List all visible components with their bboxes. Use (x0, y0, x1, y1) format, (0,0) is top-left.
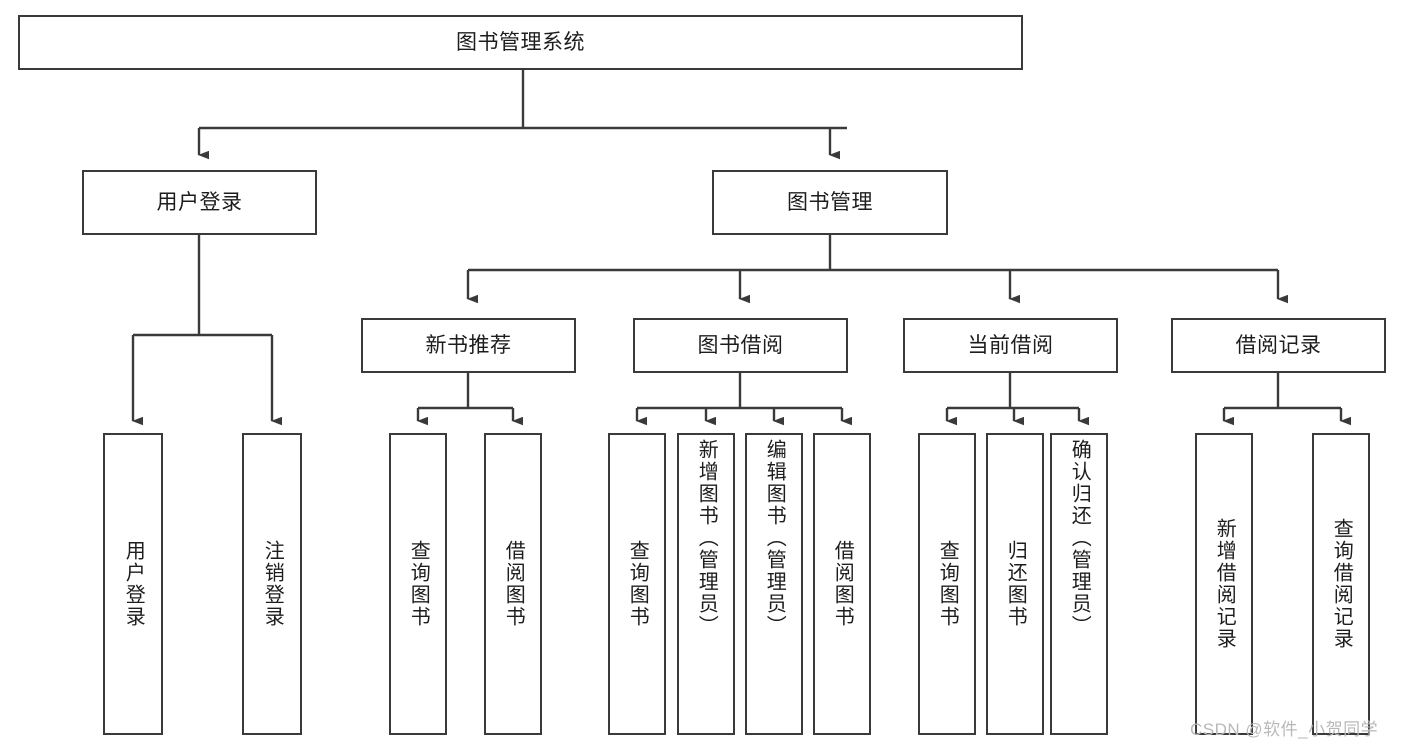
leaf-record-add-record[interactable]: 新增借阅记录 (1195, 433, 1253, 735)
leaf-current-confirm-return[interactable]: 确认归还（管理员） (1050, 433, 1108, 735)
node-user-login-label: 用户登录 (156, 190, 243, 214)
node-book-borrow[interactable]: 图书借阅 (633, 318, 848, 373)
leaf-current-query-book-label: 查询图书 (936, 540, 959, 628)
leaf-newbook-query-book[interactable]: 查询图书 (389, 433, 447, 735)
node-current-borrow-label: 当前借阅 (967, 333, 1054, 357)
leaf-borrow-add-book[interactable]: 新增图书（管理员） (677, 433, 735, 735)
node-new-book-recommend[interactable]: 新书推荐 (361, 318, 576, 373)
leaf-borrow-add-book-label: 新增图书（管理员） (695, 439, 718, 637)
leaf-borrow-edit-book[interactable]: 编辑图书（管理员） (745, 433, 803, 735)
leaf-record-add-record-label: 新增借阅记录 (1213, 518, 1236, 650)
leaf-current-confirm-return-label: 确认归还（管理员） (1068, 439, 1091, 637)
leaf-borrow-query-book[interactable]: 查询图书 (608, 433, 666, 735)
leaf-borrow-borrow-book-label: 借阅图书 (831, 540, 854, 628)
leaf-user-login-login-label: 用户登录 (122, 540, 145, 628)
node-root[interactable]: 图书管理系统 (18, 15, 1023, 70)
node-current-borrow[interactable]: 当前借阅 (903, 318, 1118, 373)
leaf-user-login-logout[interactable]: 注销登录 (242, 433, 302, 735)
leaf-current-return-book[interactable]: 归还图书 (986, 433, 1044, 735)
node-book-borrow-label: 图书借阅 (697, 333, 784, 357)
leaf-newbook-borrow-book[interactable]: 借阅图书 (484, 433, 542, 735)
node-book-management-label: 图书管理 (787, 190, 873, 214)
leaf-current-return-book-label: 归还图书 (1004, 540, 1027, 628)
leaf-borrow-query-book-label: 查询图书 (626, 540, 649, 628)
node-book-management[interactable]: 图书管理 (712, 170, 948, 235)
node-root-label: 图书管理系统 (456, 30, 585, 54)
leaf-record-query-record[interactable]: 查询借阅记录 (1312, 433, 1370, 735)
leaf-newbook-borrow-book-label: 借阅图书 (502, 540, 525, 628)
leaf-newbook-query-book-label: 查询图书 (407, 540, 430, 628)
leaf-borrow-borrow-book[interactable]: 借阅图书 (813, 433, 871, 735)
leaf-borrow-edit-book-label: 编辑图书（管理员） (763, 439, 786, 637)
node-new-book-recommend-label: 新书推荐 (425, 333, 512, 357)
node-user-login[interactable]: 用户登录 (82, 170, 317, 235)
leaf-record-query-record-label: 查询借阅记录 (1330, 518, 1353, 650)
leaf-user-login-login[interactable]: 用户登录 (103, 433, 163, 735)
leaf-current-query-book[interactable]: 查询图书 (918, 433, 976, 735)
leaf-user-login-logout-label: 注销登录 (261, 540, 284, 628)
node-borrow-record[interactable]: 借阅记录 (1171, 318, 1386, 373)
node-borrow-record-label: 借阅记录 (1235, 333, 1322, 357)
